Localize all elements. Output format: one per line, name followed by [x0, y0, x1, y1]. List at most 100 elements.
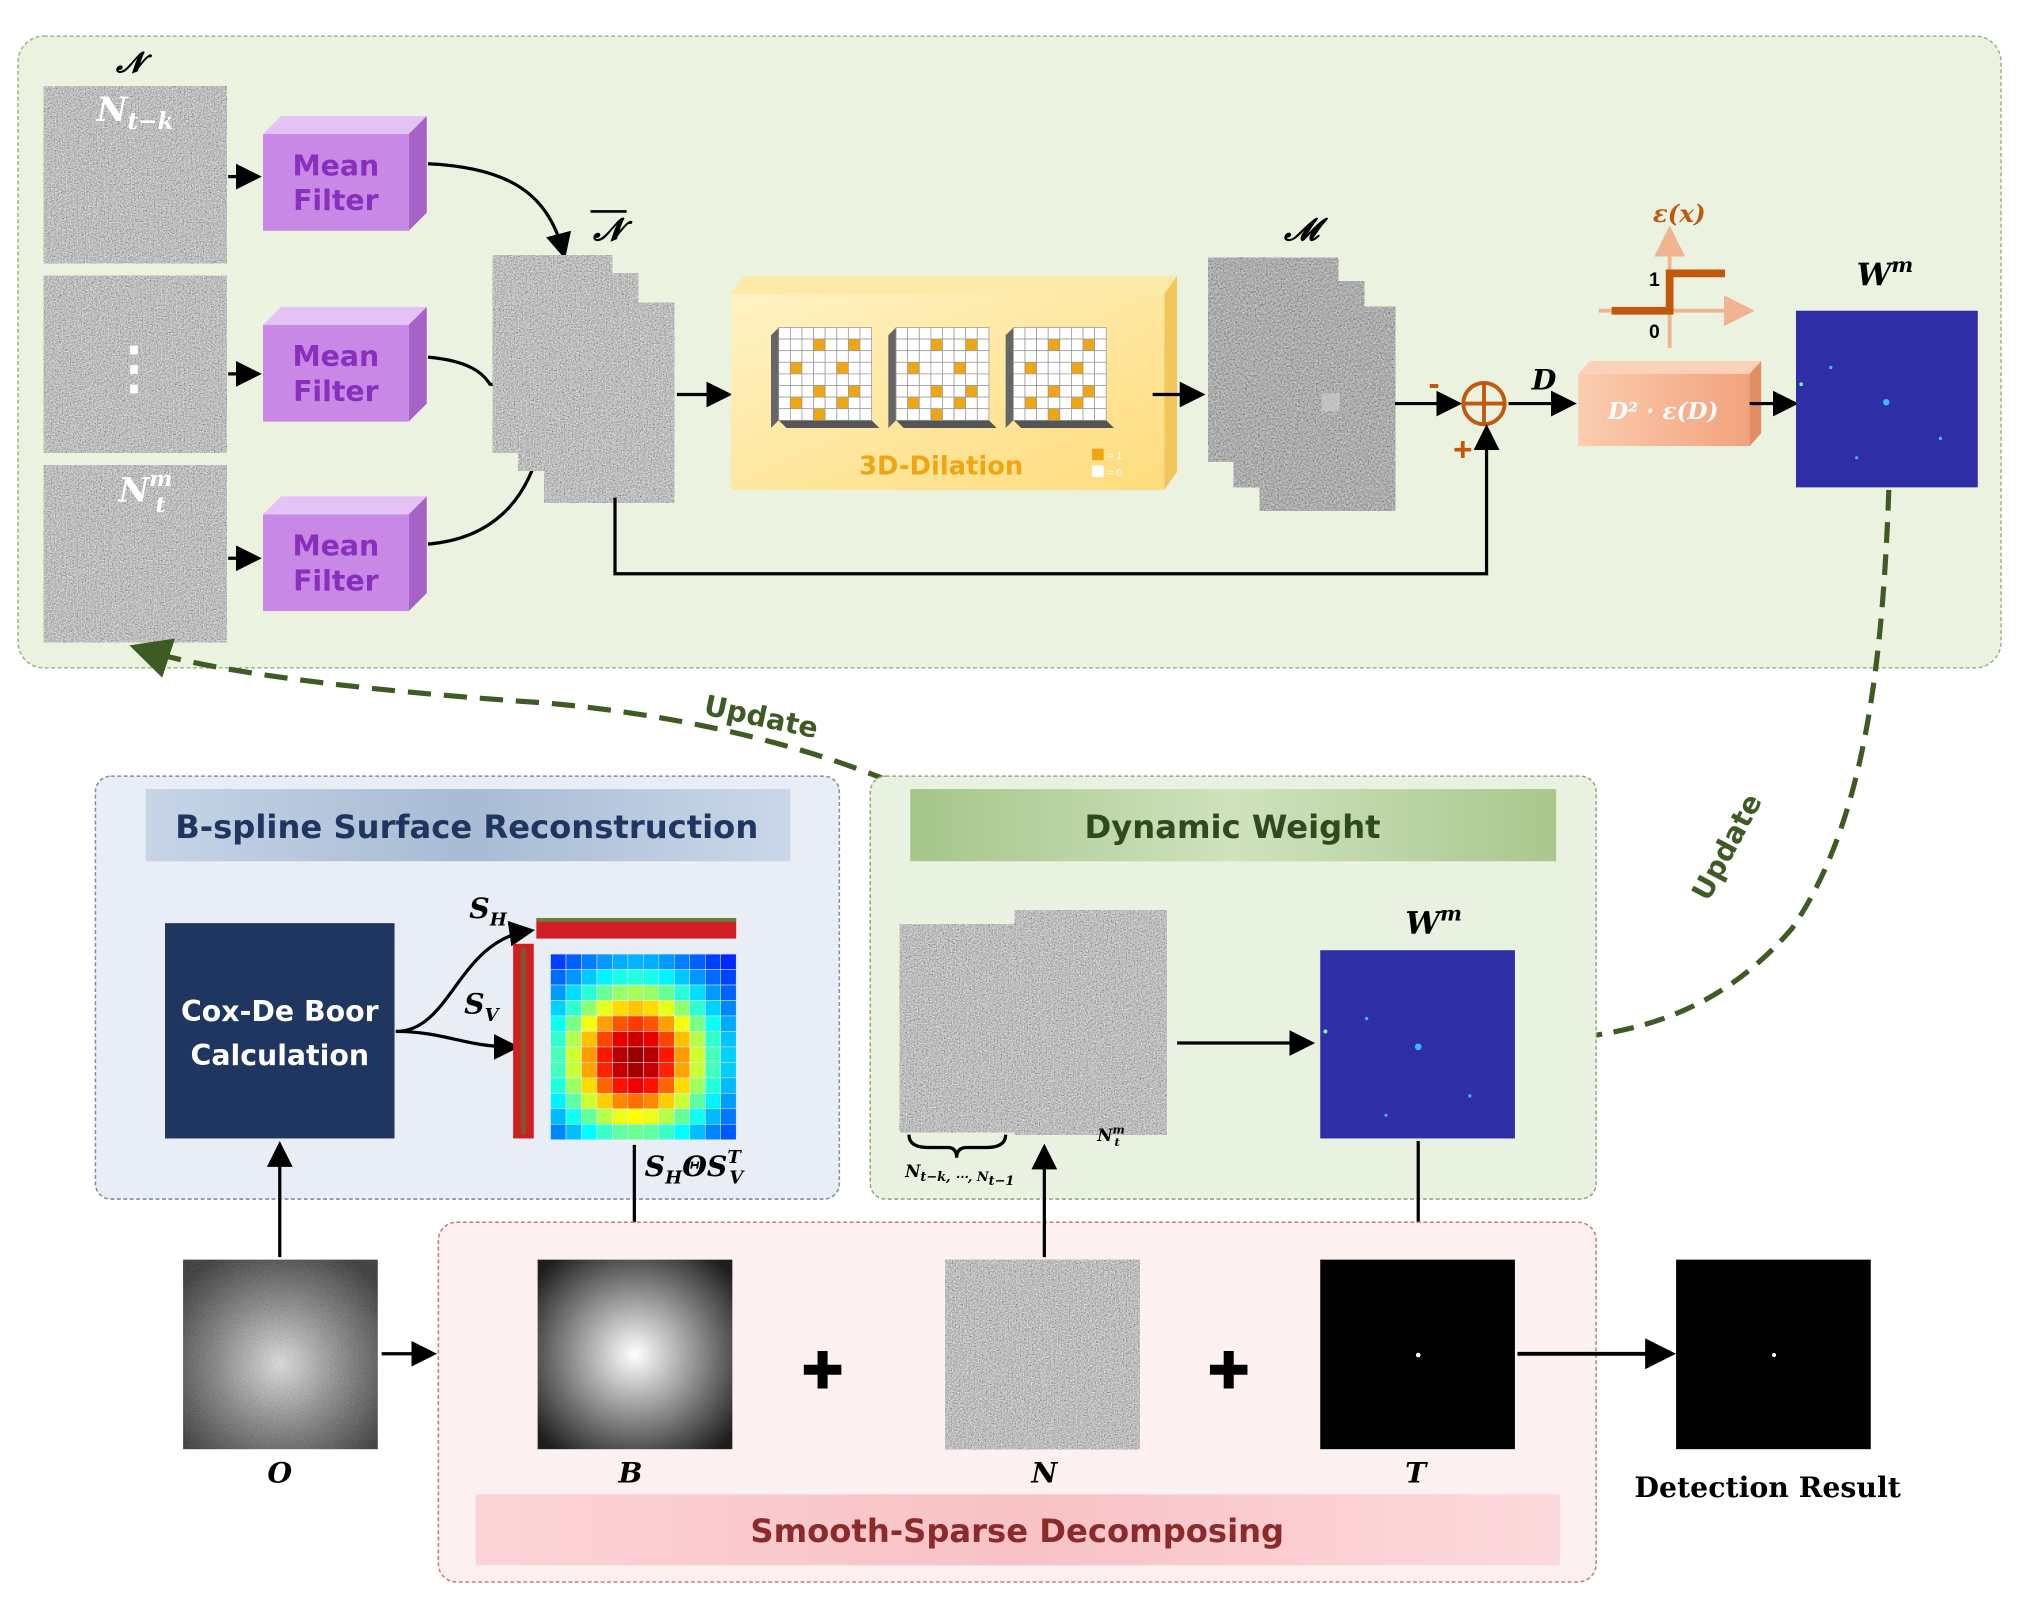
heatmap-cell [565, 953, 582, 970]
mean-filter-label-2: Filter [293, 375, 379, 408]
heatmap-cell [627, 1000, 644, 1017]
heatmap-cell [565, 1124, 582, 1140]
frame-middle [43, 275, 227, 453]
heatmap-cell [658, 1031, 675, 1048]
wm-mid: Wm [1320, 902, 1515, 1139]
mean-filter-label-1: Mean [292, 340, 379, 373]
heatmap-cell [596, 1031, 613, 1048]
heatmap-cell [720, 1077, 737, 1094]
heatmap-cell [565, 969, 582, 986]
heatmap-cell [581, 1062, 598, 1079]
heatmap-cell [704, 969, 721, 986]
heatmap-cell [581, 1077, 598, 1094]
legend-one-swatch [1092, 448, 1104, 461]
mean-filter-label-2: Filter [293, 564, 379, 597]
heatmap-cell [596, 1108, 613, 1125]
heatmap-cell [674, 1015, 691, 1032]
heatmap-cell [627, 953, 644, 970]
heatmap-cell [565, 1062, 582, 1079]
heatmap-cell [627, 1093, 644, 1110]
heatmap-cell [704, 1124, 721, 1140]
detection-label: Detection Result [1634, 1470, 1900, 1504]
heatmap-cell [720, 1108, 737, 1125]
dynamic-title-bar [910, 789, 1557, 862]
frame-n-tm [43, 465, 227, 643]
mean-filter-label-1: Mean [292, 530, 379, 563]
heatmap-cell [581, 1046, 598, 1063]
heatmap-cell [658, 953, 675, 970]
heatmap-cell [581, 1093, 598, 1110]
heatmap-cell [658, 1000, 675, 1017]
heatmap-cell [565, 1108, 582, 1125]
sh-bar [536, 917, 737, 939]
heatmap-cell [643, 1000, 660, 1017]
heatmap-cell [720, 1124, 737, 1140]
legend-zero-swatch [1092, 465, 1104, 478]
heatmap-cell [643, 1031, 660, 1048]
heatmap-cell [689, 1031, 706, 1048]
heatmap-cell [612, 1000, 629, 1017]
heatmap-cell [643, 1046, 660, 1063]
heatmap-cell [550, 1046, 567, 1063]
heatmap-cell [720, 969, 737, 986]
heatmap-cell [596, 953, 613, 970]
heatmap-cell [658, 1108, 675, 1125]
heatmap-cell [643, 1093, 660, 1110]
step-zero: 0 [1649, 322, 1660, 343]
heatmap-cell [720, 1046, 737, 1063]
heatmap-cell [581, 1124, 598, 1140]
heatmap-cell [704, 1015, 721, 1032]
heatmap-cell [596, 1062, 613, 1079]
d-label: D [1531, 362, 1557, 396]
heatmap-cell [612, 969, 629, 986]
heatmap-cell [643, 984, 660, 1001]
heatmap-cell [704, 1077, 721, 1094]
cox-deboor-box [165, 923, 395, 1139]
heatmap-cell [565, 984, 582, 1001]
minus-sign: - [1429, 366, 1440, 403]
heatmap-cell [720, 1093, 737, 1110]
plus-sign: + [1453, 431, 1473, 468]
heatmap-cell [689, 1108, 706, 1125]
heatmap-cell [643, 1108, 660, 1125]
dynamic-title: Dynamic Weight [1085, 808, 1381, 846]
heatmap-cell [550, 1000, 567, 1017]
heatmap-cell [596, 1124, 613, 1140]
image-b [537, 1259, 733, 1450]
heatmap-cell [612, 1031, 629, 1048]
heatmap-cell [612, 1046, 629, 1063]
heatmap-cell [627, 1062, 644, 1079]
heatmap-cell [689, 1000, 706, 1017]
bypass-arrow [613, 424, 1500, 576]
heatmap-cell [658, 1062, 675, 1079]
heatmap-cell [550, 1015, 567, 1032]
heatmap-cell [689, 969, 706, 986]
heatmap-cell [674, 969, 691, 986]
heatmap-cell [674, 984, 691, 1001]
heatmap-cell [689, 1046, 706, 1063]
dilation-grid [888, 327, 997, 429]
dilation-box: 3D-Dilation = 1 = 0 [731, 275, 1178, 490]
heatmap-cell [704, 1046, 721, 1063]
heatmap-cell [565, 1015, 582, 1032]
mean-filter-label-1: Mean [292, 149, 379, 182]
heatmap-cell [704, 984, 721, 1001]
wm-mid-label: Wm [1405, 902, 1462, 942]
heatmap-cell [565, 1077, 582, 1094]
heatmap-cell [596, 1077, 613, 1094]
heatmap-cell [720, 953, 737, 970]
heatmap-cell [674, 1077, 691, 1094]
step-function: ε(x) 1 0 [1598, 199, 1755, 349]
dilation-label: 3D-Dilation [859, 451, 1023, 481]
heatmap-cell [550, 953, 567, 970]
n-label: N [1030, 1456, 1058, 1490]
heatmap-cell [550, 1093, 567, 1110]
eps-label: ε(x) [1653, 199, 1706, 228]
heatmap-cell [643, 1077, 660, 1094]
heatmap-cell [689, 1015, 706, 1032]
